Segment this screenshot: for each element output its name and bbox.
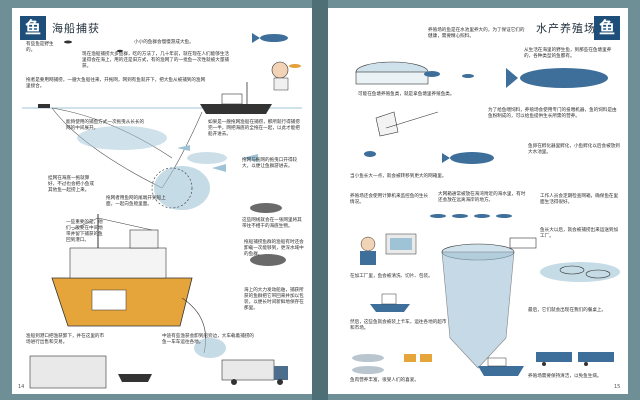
large-fish-icon [506, 68, 608, 88]
caption-inspect-cages: 工作人员会定期检查网箱，确保鱼在里面生活得很好。 [540, 194, 619, 205]
caption-back-to-port: 一些重要的是，他们一般要在中间地带并留下捕获的鱼回到港口。 [66, 220, 103, 243]
left-page-illustration [22, 33, 302, 389]
caption-truck-transport: 中途有些渔获会卸到船旁边，大车载着捕捞的鱼一车车运往各地。 [162, 334, 254, 345]
caption-net-opening: 拖网与拖网的拖曳口开得较大，以便让鱼群游进去。 [242, 158, 298, 169]
left-page-badge: 鱼 [20, 16, 46, 40]
warehouse-illustration [29, 355, 107, 389]
caption-net-hold: 拖网者用鱼网的尾端开到船上面，一起向鱼舱里面。 [106, 196, 166, 207]
caption-sea-cages: 大网箱通常被放在海湾附近的海水里，有时还会放在远离海岸的地方。 [438, 192, 526, 203]
right-page-heading: 水产养殖场 [536, 22, 596, 35]
trawler-boat-illustration [200, 82, 272, 114]
harbor-boat-illustration [118, 374, 152, 382]
caption-pond-farming: 可能在鱼塘养殖鱼类，就是拿鱼塘里养殖鱼类。 [358, 92, 455, 97]
left-page-number: 14 [18, 384, 25, 390]
caption-school-grows: 小小的鱼群会慢慢游成大鱼。 [134, 40, 194, 45]
rock-illustration [250, 203, 286, 266]
small-fish-icon [424, 71, 474, 78]
caption-clean-farm: 养殖场需要保持清洁，以免鱼生病。 [528, 374, 602, 379]
boat-illustration [370, 293, 410, 312]
fish-school-illustration [77, 126, 227, 210]
caption-processing: 在加工厂里，鱼会被清洗、切片、包装。 [350, 274, 433, 279]
left-page: 鱼 海船捕获 [12, 8, 312, 394]
caption-trawler-net: 如果是一艘拖网渔船在捕捞，那所就行得捕捞完一半，网把海底的全拖在一起，以此才能把… [208, 120, 300, 137]
caption-seabed-net: 挂网在海底一拖就算好，不过也会把小鱼或其他鱼一起捞上来。 [48, 176, 94, 193]
delivery-truck-illustration [536, 352, 614, 366]
caption-computer-monitor: 养殖场还会使用计算机来监控鱼的生长情况。 [350, 194, 429, 205]
right-page-illustration [352, 61, 620, 376]
caption-dinner-table: 最后，它们就会出现在我们的餐桌上。 [528, 308, 607, 313]
caption-harvest: 鱼长大以后，就会被捕捞出来运送到加工厂。 [540, 228, 619, 239]
processed-fish-illustration [352, 354, 432, 374]
caption-bigger-cage: 当小鱼长大一点，就会被转移到更大的网箱里。 [350, 174, 447, 179]
person-at-computer-illustration [360, 233, 417, 265]
caption-processing-at-sea: 海上的大力发动船舶，捕获所获的鱼群把它带回来并加以包装，以便长时间新鲜地保存在那… [244, 288, 304, 311]
fish-shape-icon [177, 145, 258, 172]
blue-fish-icon [252, 33, 288, 43]
right-page: 水产养殖场 鱼 [328, 8, 628, 394]
fishing-vessel-illustration [51, 214, 193, 327]
fish-pond-illustration [355, 61, 429, 85]
caption-trawl-method: 拖者是要用网捕捞，一艘大鱼船往来，开拖网，网到有鱼就开下，把大鱼从被捕到的渔网里… [26, 78, 206, 89]
caption-port-market: 渔船到港口把渔获卸下，并在这里的市场进行出售和交易。 [26, 334, 105, 345]
caption-modern-fishing: 现在渔船捕捞大多鱼群，吃的方法了，几十年前，就在现在人们能够生活里得会在海上，用… [82, 52, 230, 69]
right-page-number: 15 [614, 384, 621, 390]
caption-net-spread: 能夠使用的捕鱼方式一次拖曳从长长的网的中间展开。 [66, 120, 145, 131]
caption-wild-fish: 有些鱼是野生的。 [26, 42, 54, 53]
truck-illustration [221, 359, 288, 385]
small-boat-icon [38, 104, 50, 108]
caption-deep-water: 拖船捕捞鱼群的渔船有时还会卸载一次能够到，更深水域中的鱼群。 [244, 240, 304, 257]
small-fish-icon [64, 40, 123, 53]
book-spine [312, 0, 328, 400]
cargo-ship-illustration [478, 357, 524, 376]
net-cage-illustration [441, 243, 515, 369]
fish-row-icon [430, 214, 512, 218]
right-page-badge: 鱼 [594, 16, 620, 40]
fish-icon [364, 151, 494, 164]
sea-pens-illustration [540, 262, 620, 282]
caption-nutrition: 鱼肉营养丰富，很受人们的喜爱。 [350, 378, 419, 383]
caption-bycatch: 这些网线就会在一张网里将其带往不相干的海底生物。 [242, 218, 302, 229]
caption-hatching: 鱼卵在孵化器里孵化，小鱼孵化以后会被放到大水池里。 [528, 144, 620, 155]
caption-trucks: 然后，这些鱼就会被装上卡车，运往各地的超市和市场。 [350, 320, 447, 331]
caption-fish-types: 从生活在海里的野生鱼，到那些在鱼塘里养的，各种类型的鱼都有。 [524, 48, 612, 59]
person-eating-illustration [271, 61, 301, 91]
service-boat-illustration [509, 237, 537, 249]
left-page-heading: 海船捕获 [52, 22, 100, 35]
feeder-machine-illustration [375, 111, 439, 137]
caption-farm-intro: 养殖场的鱼是在水池里养大的，为了保证它们的健康，需要精心照料。 [428, 28, 525, 39]
caption-feeding: 为了给鱼喂饲料，养殖场会使用专门的投喂机器，鱼的饲料是由鱼粉制成的，可以给鱼提供… [488, 108, 617, 119]
